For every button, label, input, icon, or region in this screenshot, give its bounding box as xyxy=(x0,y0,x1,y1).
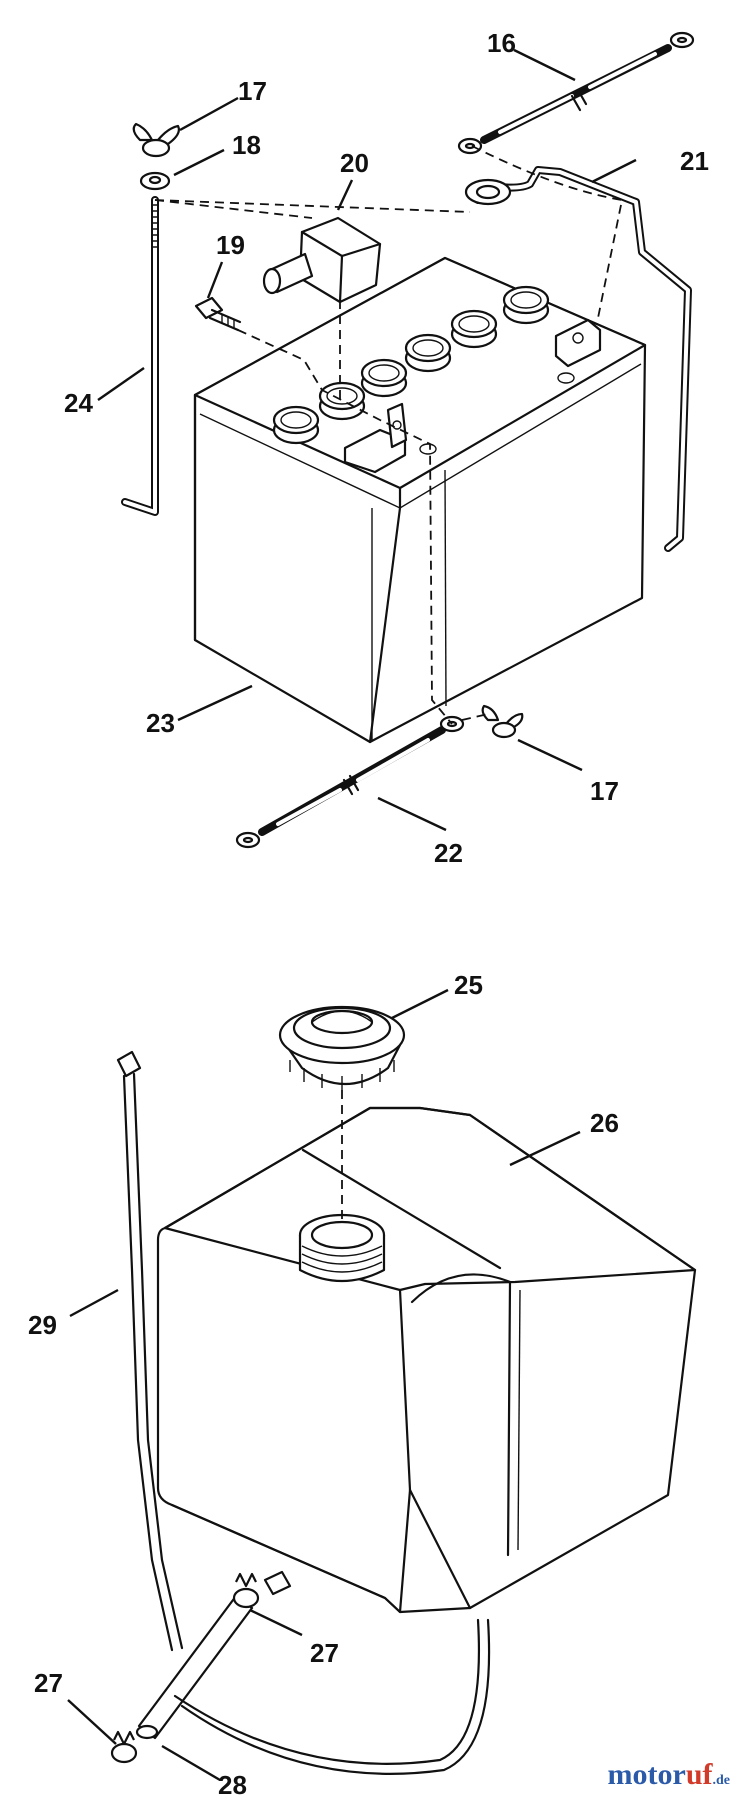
callout-20: 20 xyxy=(340,148,369,178)
callout-18: 18 xyxy=(232,130,261,160)
callout-28: 28 xyxy=(218,1770,247,1800)
watermark-part-2: uf xyxy=(685,1758,713,1791)
callout-17-top: 17 xyxy=(238,76,267,106)
watermark-part-3: .de xyxy=(712,1773,731,1788)
watermark-part-1: motor xyxy=(607,1758,686,1791)
callout-25: 25 xyxy=(454,970,483,1000)
battery-cable-negative xyxy=(235,715,465,849)
callout-29: 29 xyxy=(28,1310,57,1340)
fuel-hose xyxy=(135,1594,491,1775)
callout-24: 24 xyxy=(64,388,93,418)
callout-23: 23 xyxy=(146,708,175,738)
battery-assembly-lines xyxy=(154,145,624,725)
terminal-cover xyxy=(262,216,382,304)
callout-17-bottom: 17 xyxy=(590,776,619,806)
hold-down-rod xyxy=(121,196,159,516)
washer xyxy=(139,171,171,191)
wing-nut-bottom xyxy=(481,704,524,739)
hose-clamp-lower xyxy=(110,1730,138,1764)
fuel-tank xyxy=(156,1106,697,1614)
callout-26: 26 xyxy=(590,1108,619,1138)
fuel-tank-assembly xyxy=(110,1005,697,1775)
wing-nut-top xyxy=(132,122,180,158)
watermark-logo: motoruf.de xyxy=(608,1758,730,1792)
callout-27-right: 27 xyxy=(310,1638,339,1668)
hold-down-bracket xyxy=(464,166,692,552)
battery-assembly xyxy=(121,31,695,849)
battery-cable-positive xyxy=(457,31,695,155)
battery-caps xyxy=(272,285,550,445)
callout-21: 21 xyxy=(680,146,709,176)
callout-16: 16 xyxy=(487,28,516,58)
hose-clamp-upper xyxy=(232,1572,260,1609)
leader-lines xyxy=(67,48,637,1782)
cable-tie xyxy=(116,1050,184,1652)
fuel-cap xyxy=(278,1005,406,1090)
callout-27-left: 27 xyxy=(34,1668,63,1698)
callout-19: 19 xyxy=(216,230,245,260)
battery-terminals xyxy=(343,318,602,474)
callout-22: 22 xyxy=(434,838,463,868)
bolt xyxy=(194,296,242,332)
